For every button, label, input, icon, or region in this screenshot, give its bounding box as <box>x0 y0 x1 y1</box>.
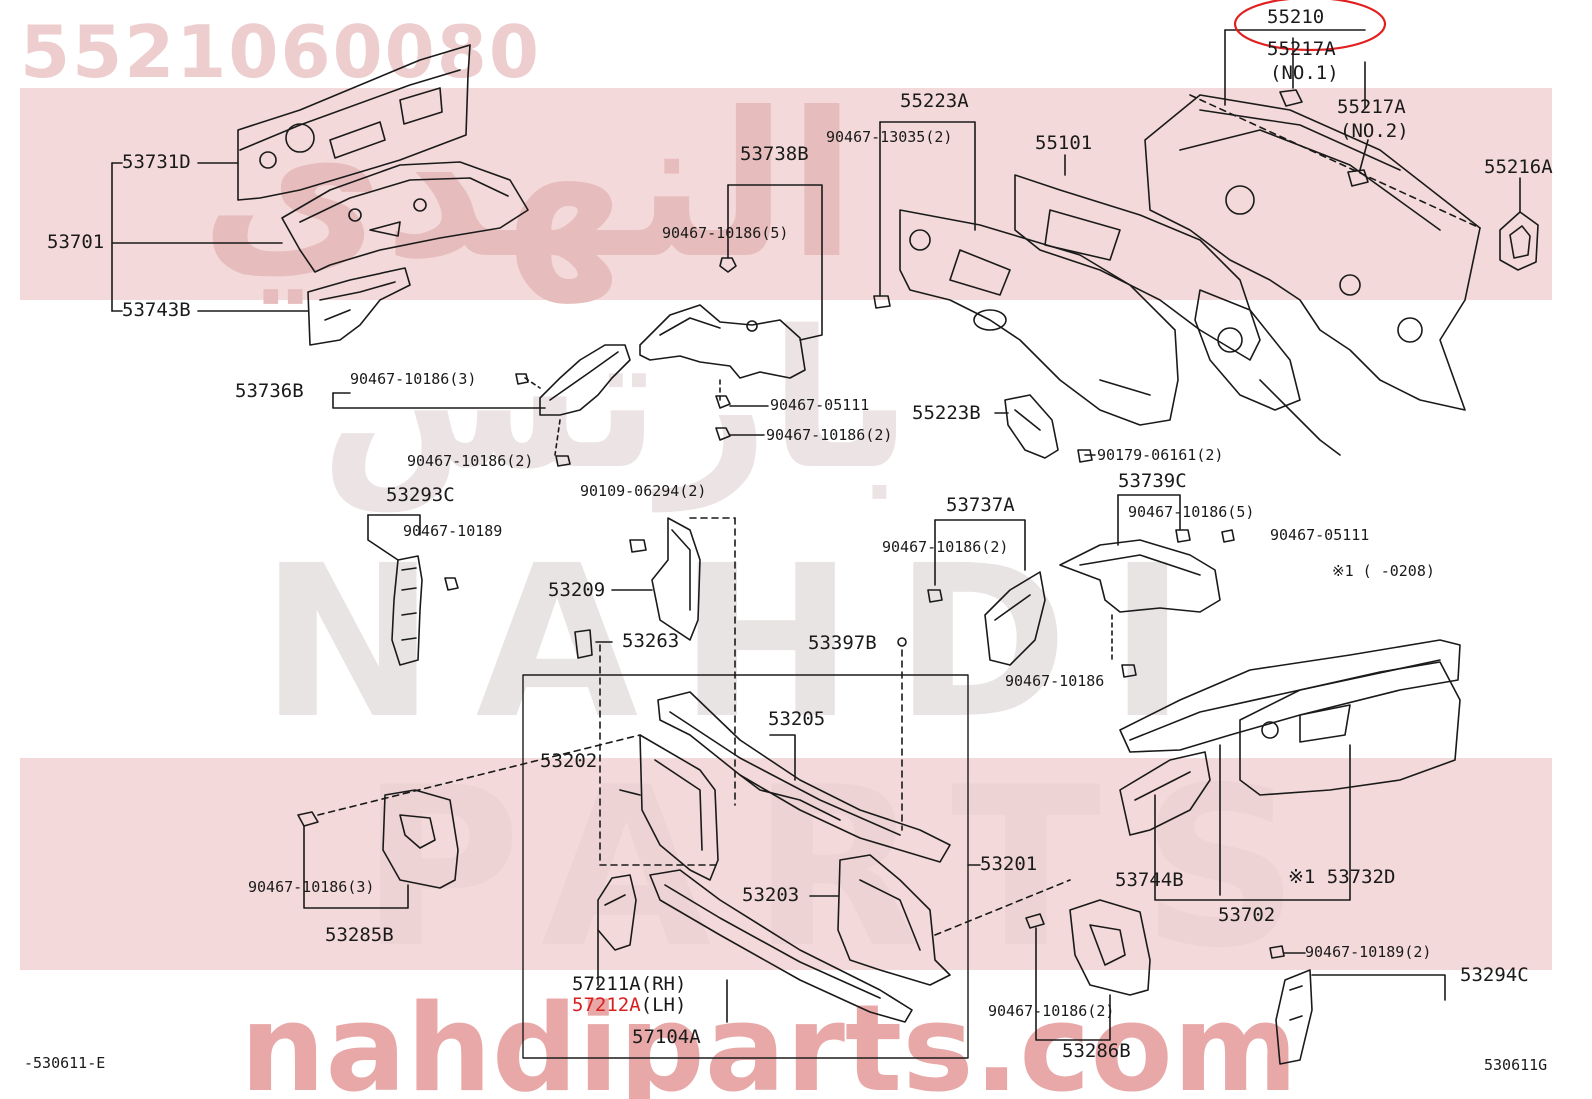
callout-57212A-number: 57212A <box>572 994 641 1016</box>
bracket-57211A <box>597 874 637 986</box>
watermark-url: nahdiparts.com <box>240 980 1298 1099</box>
callout-53201: 53201 <box>980 853 1038 875</box>
callout-53732D: ※1 53732D <box>1288 866 1396 888</box>
dash-panel-55101 <box>899 174 1261 426</box>
callout-90467-10186-2d: 90467-10186(2) <box>988 1002 1115 1020</box>
callout-90467-13035-2: 90467-13035(2) <box>826 128 953 146</box>
fasteners-dash <box>873 295 1093 463</box>
bracket-53293C <box>367 514 459 666</box>
callout-90467-05111a: 90467-05111 <box>770 396 870 414</box>
callout-55216A: 55216A <box>1484 156 1553 178</box>
clips-55217A <box>1279 89 1369 187</box>
callout-53743B: 53743B <box>122 299 191 321</box>
callout-note-0208: ※1 ( -0208) <box>1332 562 1435 580</box>
callout-53202: 53202 <box>540 750 598 772</box>
cowl-55210 <box>1144 94 1481 456</box>
callout-53294C: 53294C <box>1460 964 1529 986</box>
callout-90467-10186-5b: 90467-10186(5) <box>1128 503 1255 521</box>
bracket-55223B <box>1004 394 1059 459</box>
callout-53293C: 53293C <box>386 484 455 506</box>
callout-55217A-no2-sub: (NO.2) <box>1340 120 1409 142</box>
callout-55223B: 55223B <box>912 402 981 424</box>
callout-55217A-no1: 55217A <box>1267 38 1336 60</box>
bracket-53294C <box>1269 945 1446 1065</box>
support-frame-53201 <box>522 674 981 1059</box>
callout-53702: 53702 <box>1218 904 1276 926</box>
apron-lower-53743B <box>307 267 411 346</box>
callout-55223A: 55223A <box>900 90 969 112</box>
figure-ref-right: 530611G <box>1484 1056 1548 1074</box>
callout-53736B: 53736B <box>235 380 304 402</box>
grommet-55216A <box>1499 211 1539 271</box>
callout-55210: 55210 <box>1267 6 1325 28</box>
leaders-53201 <box>599 517 903 1023</box>
callout-55101: 55101 <box>1035 132 1093 154</box>
callout-90467-10186-3b: 90467-10186(3) <box>248 878 375 896</box>
side-support-53203 <box>809 854 951 986</box>
callout-90109-06294-2: 90109-06294(2) <box>580 482 707 500</box>
callout-90467-10186b: 90467-10186 <box>1005 672 1105 690</box>
bracket-53739C <box>1059 494 1235 678</box>
callout-90467-10189a: 90467-10189 <box>403 522 503 540</box>
callout-53739C: 53739C <box>1118 470 1187 492</box>
callout-53285B: 53285B <box>325 924 394 946</box>
watermark-band-bottom <box>20 758 1552 970</box>
callout-90467-10186-3a: 90467-10186(3) <box>350 370 477 388</box>
leaders-53702 <box>1154 744 1351 901</box>
fasteners-53738B <box>515 257 737 467</box>
callout-90179-06161-2: 90179-06161(2) <box>1097 446 1224 464</box>
highlight-circle-55210 <box>1233 0 1387 52</box>
apron-upper-53731D <box>237 44 471 201</box>
watermark-part-number: 5521060080 <box>20 10 541 94</box>
callout-55217A-no2: 55217A <box>1337 96 1406 118</box>
callout-57211A: 57211A(RH) <box>572 973 687 995</box>
callout-90467-05111b: 90467-05111 <box>1270 526 1370 544</box>
lower-support-57104A <box>649 869 913 1023</box>
callout-53731D: 53731D <box>122 151 191 173</box>
apron-right-53702 <box>1119 639 1461 836</box>
callout-57212A-side: (LH) <box>640 994 687 1016</box>
leaders-dash <box>879 29 1521 456</box>
callout-90467-10189-2: 90467-10189(2) <box>1305 943 1432 961</box>
callout-53209: 53209 <box>548 579 606 601</box>
callout-90467-10186-5a: 90467-10186(5) <box>662 224 789 242</box>
upper-support-53205 <box>657 691 951 863</box>
bracket-53209 <box>574 517 701 659</box>
callout-53744B: 53744B <box>1115 869 1184 891</box>
bracket-53736B <box>539 344 631 416</box>
callout-90467-10186-2a: 90467-10186(2) <box>766 426 893 444</box>
bracket-53737A <box>927 519 1046 666</box>
callout-53701: 53701 <box>47 231 105 253</box>
callout-57212A: 57212A(LH) <box>572 996 686 1015</box>
callout-55217A-no1-sub: (NO.1) <box>1270 62 1339 84</box>
watermark-arabic-parts: بارتس <box>320 290 912 511</box>
callout-53286B: 53286B <box>1062 1040 1131 1062</box>
callout-53737A: 53737A <box>946 494 1015 516</box>
shield-53286B <box>934 879 1151 1041</box>
watermark-parts: PARTS <box>360 740 1340 996</box>
callout-53203: 53203 <box>742 884 800 906</box>
callout-53205: 53205 <box>768 708 826 730</box>
leader-53701 <box>111 162 309 312</box>
callout-90467-10186-2b: 90467-10186(2) <box>407 452 534 470</box>
callout-53263: 53263 <box>622 630 680 652</box>
wheelhouse-53701 <box>281 161 529 273</box>
figure-ref-left: -530611-E <box>24 1054 106 1072</box>
callout-53397B: 53397B <box>808 632 877 654</box>
side-support-53202 <box>619 734 719 881</box>
callout-53738B: 53738B <box>740 143 809 165</box>
callout-57104A: 57104A <box>632 1026 701 1048</box>
callout-90467-10186-2c: 90467-10186(2) <box>882 538 1009 556</box>
bracket-53738B <box>639 304 806 379</box>
clip-53397B <box>897 637 907 647</box>
shield-53285B <box>297 734 641 909</box>
watermark-band-top <box>20 88 1552 300</box>
